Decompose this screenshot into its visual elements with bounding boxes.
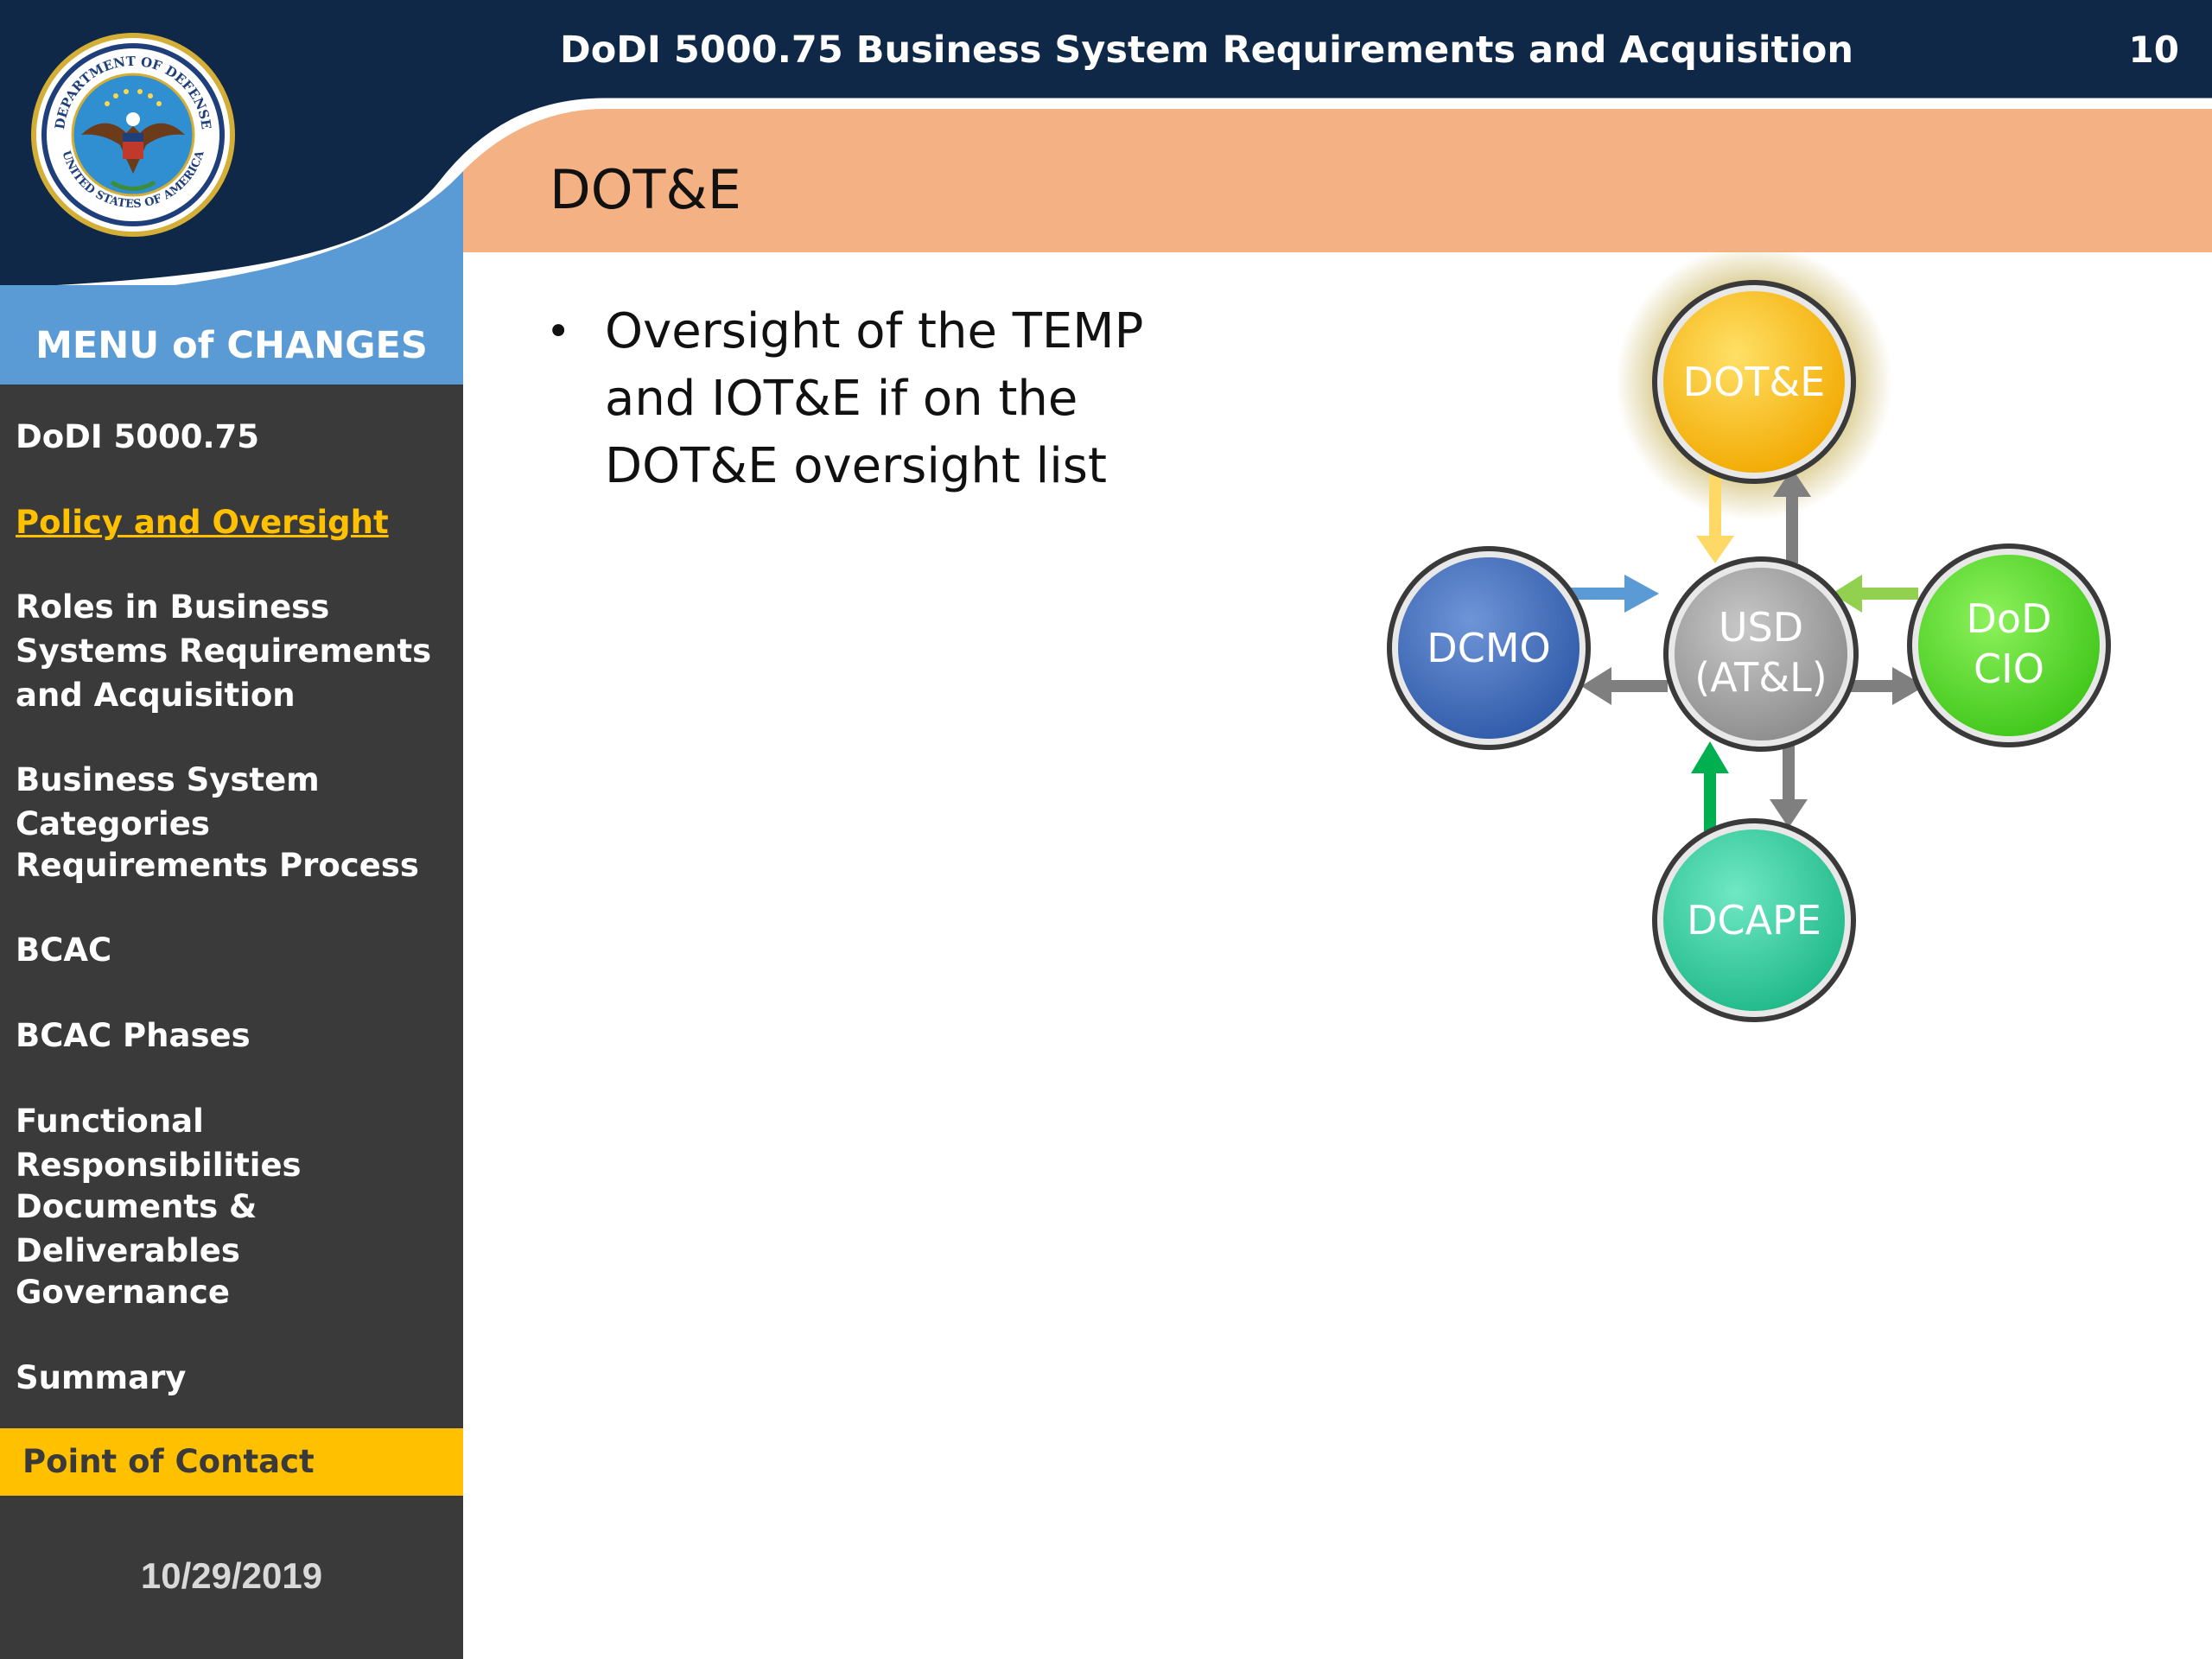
bullet-list: • Oversight of the TEMP and IOT&E if on … [546,298,1237,500]
slide-title: DOT&E [550,158,741,221]
point-of-contact-button[interactable]: Point of Contact [0,1428,463,1496]
node-dote-label: DOT&E [1683,359,1826,405]
sidebar-item-bcac[interactable]: BCAC [16,931,112,969]
arrow-usd-to-dote [1773,468,1811,563]
arrow-usd-to-dcmo [1581,667,1668,705]
sidebar-item-dodi-5000-75[interactable]: DoDI 5000.75 [16,418,260,455]
sidebar-item-documents-deliverables[interactable]: Documents & Deliverables [16,1188,257,1269]
arrow-dote-to-usd [1696,471,1734,563]
node-usd-line2: (AT&L) [1694,654,1827,701]
node-dod-cio[interactable]: DoD CIO [1907,543,2111,747]
org-diagram: USD (AT&L) DOT&E DCMO DoD CIO DCAPE [1387,251,2111,1022]
sidebar-item-business-system-categories[interactable]: Business System Categories [16,761,320,842]
arrow-dcape-to-usd [1691,741,1729,838]
sidebar-item-requirements-process[interactable]: Requirements Process [16,847,419,884]
sidebar-item-roles[interactable]: Roles in Business Systems Requirements a… [16,588,432,714]
dod-seal-icon: DEPARTMENT OF DEFENSE UNITED STATES OF A… [31,33,235,237]
node-usd-atl[interactable]: USD (AT&L) [1663,556,1859,752]
header-title: DoDI 5000.75 Business System Requirement… [560,29,1854,72]
node-cio-line2: CIO [1974,645,2044,692]
node-dcape-label: DCAPE [1687,897,1821,944]
node-dcape[interactable]: DCAPE [1652,818,1856,1022]
slide-date: 10/29/2019 [140,1555,323,1596]
node-dcmo-label: DCMO [1427,625,1550,671]
node-cio-line1: DoD [1967,595,2052,642]
bullet-marker: • [546,308,571,356]
node-dcmo[interactable]: DCMO [1387,546,1591,750]
arrow-cio-to-usd [1832,575,1918,613]
arrow-usd-to-dcape [1770,743,1808,828]
sidebar: DoDI 5000.75 Policy and Oversight Roles … [0,385,463,1659]
node-dote[interactable]: DOT&E [1652,280,1856,484]
page-number: 10 [2128,29,2179,71]
sidebar-item-summary[interactable]: Summary [16,1359,187,1396]
menu-title: MENU of CHANGES [0,285,463,385]
sidebar-item-policy-and-oversight[interactable]: Policy and Oversight [16,504,389,541]
sidebar-item-governance[interactable]: Governance [16,1274,230,1311]
bullet-text: Oversight of the TEMP and IOT&E if on th… [605,303,1144,494]
sidebar-item-bcac-phases[interactable]: BCAC Phases [16,1017,251,1054]
sidebar-item-functional-responsibilities[interactable]: Functional Responsibilities [16,1103,302,1184]
node-usd-line1: USD [1719,604,1803,651]
